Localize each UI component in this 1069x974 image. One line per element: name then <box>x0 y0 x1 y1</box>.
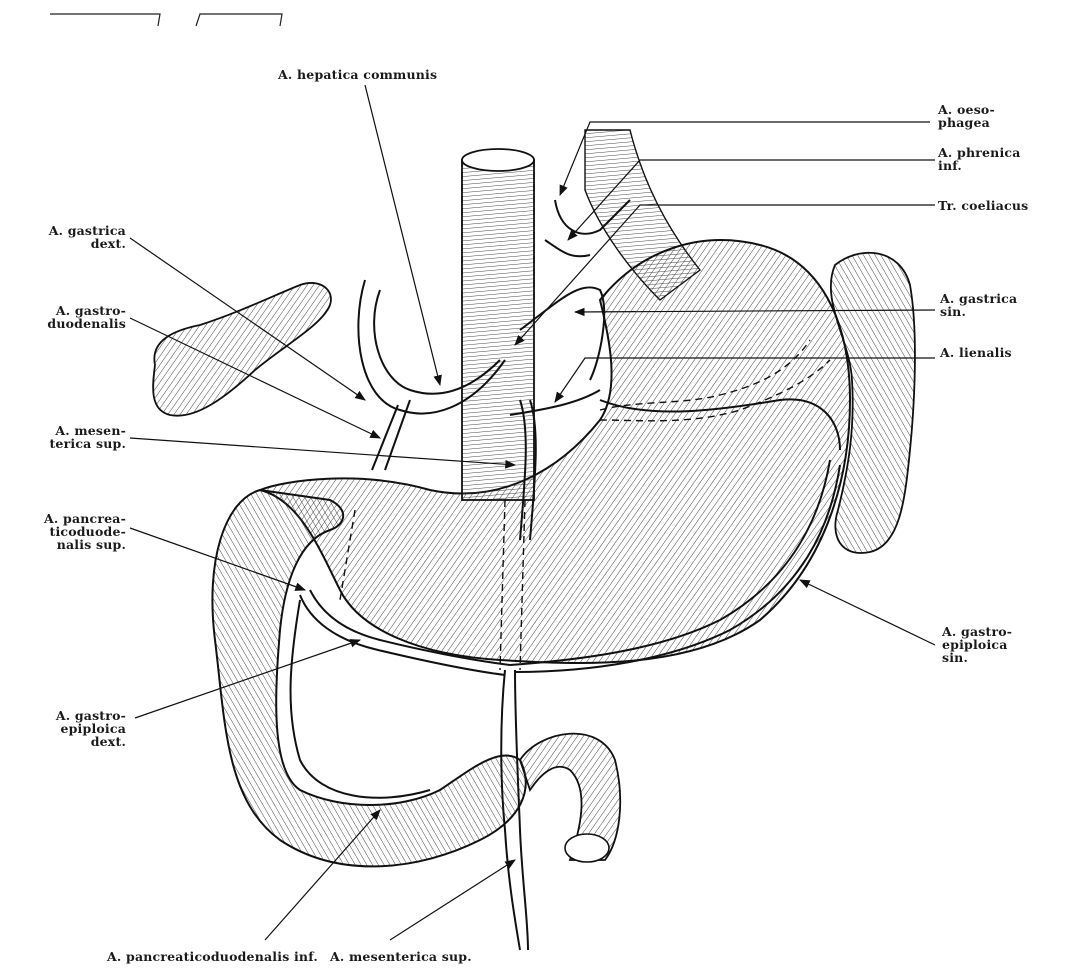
label-oesophagea: A. oeso- phagea <box>938 103 995 129</box>
label-hepatica-communis: A. hepatica communis <box>278 68 437 81</box>
label-lienalis: A. lienalis <box>940 346 1012 359</box>
label-gastroepiploica-dext: A. gastro- epiploica dext. <box>30 709 126 748</box>
label-mesenterica-sup-bottom: A. mesenterica sup. <box>330 950 472 963</box>
leader-gastroepiploica-sin <box>800 580 935 645</box>
label-pancreaticoduodenalis-sup: A. pancrea- ticoduode- nalis sup. <box>30 512 126 551</box>
leader-mesenterica-bottom <box>390 860 515 940</box>
aorta <box>462 160 534 500</box>
aorta-lumen <box>462 149 534 171</box>
corner-marks <box>50 14 282 26</box>
label-pancreaticoduodenalis-inf: A. pancreaticoduodenalis inf. <box>107 950 318 963</box>
label-gastroduodenalis: A. gastro- duodenalis <box>30 304 126 330</box>
label-phrenica-inf: A. phrenica inf. <box>938 146 1021 172</box>
jejunum-lumen <box>565 834 609 862</box>
label-gastrica-dext: A. gastrica dext. <box>30 224 126 250</box>
gallbladder <box>153 283 331 416</box>
label-tr-coeliacus: Tr. coeliacus <box>938 199 1028 212</box>
label-gastrica-sin: A. gastrica sin. <box>940 292 1017 318</box>
label-mesenterica-sup-left: A. mesen- terica sup. <box>30 424 126 450</box>
leader-mesenterica-left <box>130 438 515 465</box>
label-gastroepiploica-sin: A. gastro- epiploica sin. <box>942 625 1012 664</box>
